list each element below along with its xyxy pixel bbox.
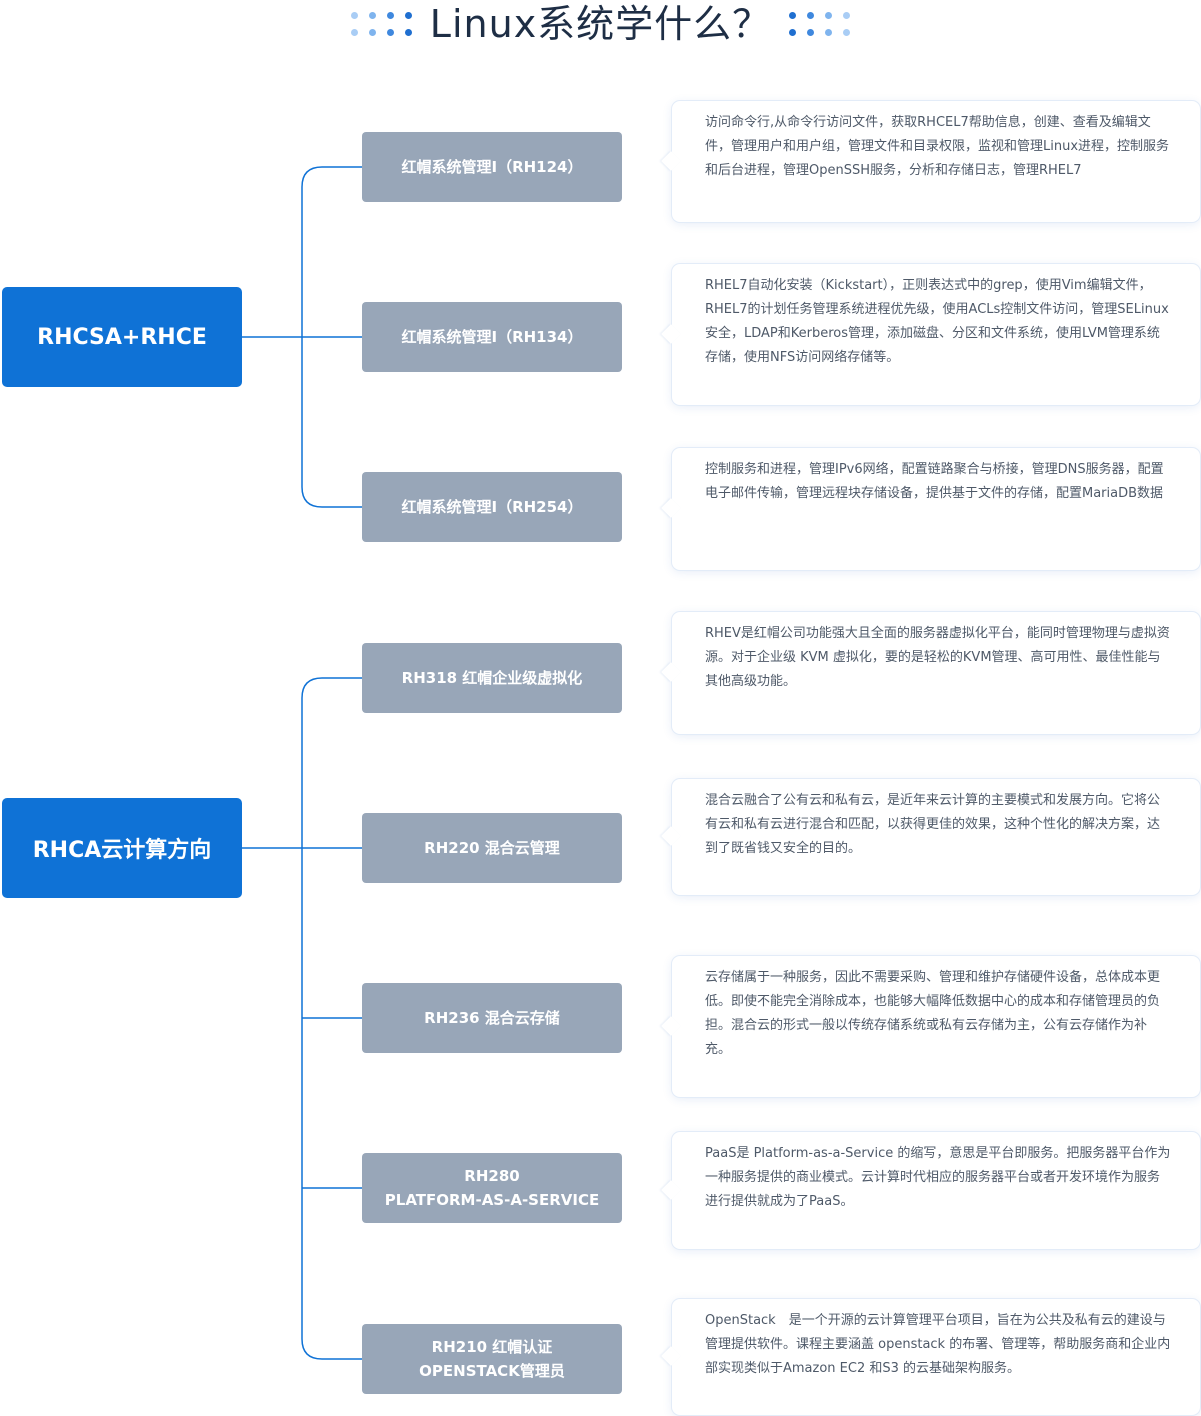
description-text: 云存储属于一种服务，因此不需要采购、管理和维护存储硬件设备，总体成本更低。即使不… <box>705 970 1161 1057</box>
description-text: RHEL7自动化安装（Kickstart），正则表达式中的grep，使用Vim编… <box>705 278 1169 365</box>
dot-icon <box>843 12 851 19</box>
description-text: PaaS是 Platform-as-a-Service 的缩写，意思是平台即服务… <box>705 1146 1171 1209</box>
description-card-rh134: RHEL7自动化安装（Kickstart），正则表达式中的grep，使用Vim编… <box>672 264 1200 405</box>
description-card-rh318: RHEV是红帽公司功能强大且全面的服务器虚拟化平台，能同时管理物理与虚拟资源。对… <box>672 612 1200 734</box>
description-text: OpenStack 是一个开源的云计算管理平台项目，旨在为公共及私有云的建设与管… <box>705 1313 1171 1376</box>
dot-icon <box>350 12 358 19</box>
description-text: 控制服务和进程，管理IPv6网络，配置链路聚合与桥接，管理DNS服务器，配置电子… <box>705 462 1164 501</box>
dot-icon <box>404 29 412 36</box>
description-card-rh220: 混合云融合了公有云和私有云，是近年来云计算的主要模式和发展方向。它将公有云和私有… <box>672 779 1200 895</box>
dot-icon <box>807 12 815 19</box>
connector-bracket1 <box>301 166 362 508</box>
dot-icon <box>386 29 394 36</box>
description-card-rh280: PaaS是 Platform-as-a-Service 的缩写，意思是平台即服务… <box>672 1132 1200 1249</box>
root-node-rhcsa-rhce: RHCSA+RHCE <box>2 287 242 387</box>
course-node-rh254: 红帽系统管理I（RH254） <box>362 472 622 542</box>
dot-icon <box>350 29 358 36</box>
dot-icon <box>825 29 833 36</box>
dot-icon <box>789 12 797 19</box>
description-card-rh254: 控制服务和进程，管理IPv6网络，配置链路聚合与桥接，管理DNS服务器，配置电子… <box>672 448 1200 570</box>
course-node-rh318: RH318 红帽企业级虚拟化 <box>362 643 622 713</box>
dot-icon <box>843 29 851 36</box>
root-node-rhca-cloud: RHCA云计算方向 <box>2 798 242 898</box>
dot-icon <box>807 29 815 36</box>
course-node-rh210: RH210 红帽认证 OPENSTACK管理员 <box>362 1324 622 1394</box>
description-card-rh210: OpenStack 是一个开源的云计算管理平台项目，旨在为公共及私有云的建设与管… <box>672 1299 1200 1415</box>
dot-icon <box>368 29 376 36</box>
dot-icon <box>789 29 797 36</box>
decorative-dots-left-icon <box>350 12 412 36</box>
dot-icon <box>386 12 394 19</box>
course-node-rh236: RH236 混合云存储 <box>362 983 622 1053</box>
description-card-rh236: 云存储属于一种服务，因此不需要采购、管理和维护存储硬件设备，总体成本更低。即使不… <box>672 956 1200 1097</box>
course-node-rh280: RH280 PLATFORM-AS-A-SERVICE <box>362 1153 622 1223</box>
dot-icon <box>368 12 376 19</box>
description-text: 访问命令行,从命令行访问文件，获取RHCEL7帮助信息，创建、查看及编辑文件，管… <box>705 115 1170 178</box>
description-text: RHEV是红帽公司功能强大且全面的服务器虚拟化平台，能同时管理物理与虚拟资源。对… <box>705 626 1170 689</box>
page-title: Linux系统学什么？ <box>429 2 772 46</box>
course-node-rh220: RH220 混合云管理 <box>362 813 622 883</box>
course-node-rh124: 红帽系统管理I（RH124） <box>362 132 622 202</box>
dot-icon <box>825 12 833 19</box>
description-text: 混合云融合了公有云和私有云，是近年来云计算的主要模式和发展方向。它将公有云和私有… <box>705 793 1161 856</box>
description-card-rh124: 访问命令行,从命令行访问文件，获取RHCEL7帮助信息，创建、查看及编辑文件，管… <box>672 101 1200 222</box>
dot-icon <box>404 12 412 19</box>
decorative-dots-right-icon <box>789 12 851 36</box>
title-bar: Linux系统学什么？ <box>0 0 1201 48</box>
course-node-rh134: 红帽系统管理I（RH134） <box>362 302 622 372</box>
